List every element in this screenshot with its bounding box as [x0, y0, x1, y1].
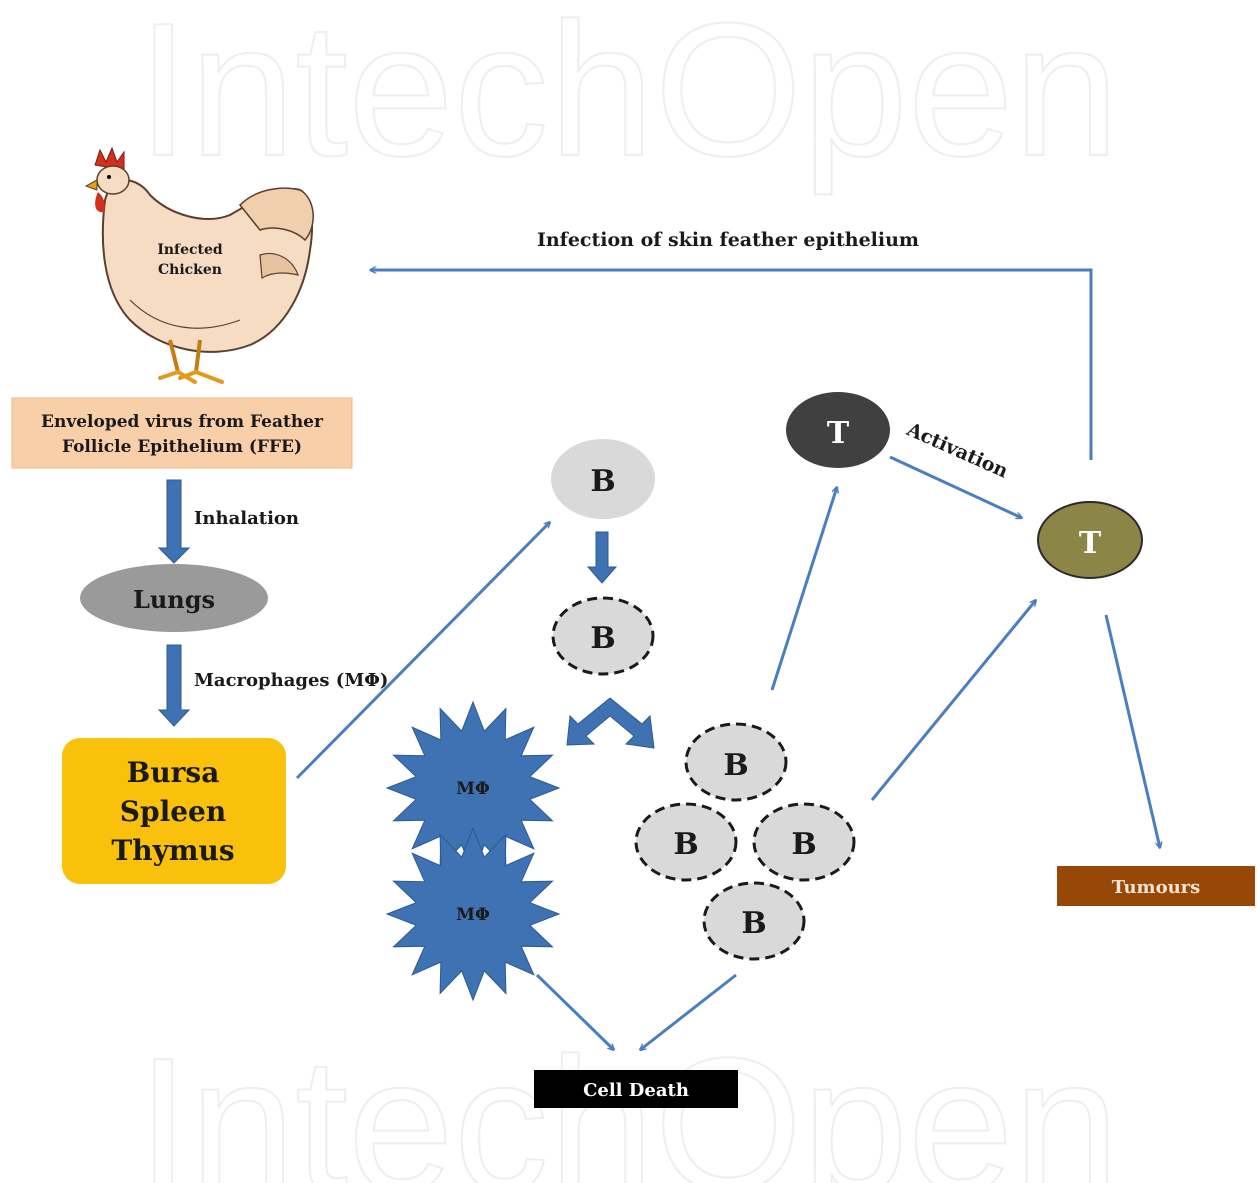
- b-infection-arrow: [586, 531, 618, 584]
- organs-to-b-arrow: [295, 522, 550, 780]
- b-cell-cluster-left-label: B: [673, 827, 698, 862]
- lymphoid-organs-box: [62, 738, 286, 884]
- chicken-illustration: [84, 146, 314, 384]
- organ-spleen: Spleen: [120, 795, 226, 828]
- watermark-top: IntechOpen: [137, 0, 1119, 196]
- macrophage-star-bottom: [385, 826, 561, 1002]
- b-cluster-to-t-inactive-arrow: [770, 487, 837, 691]
- ffe-line1: Enveloped virus from Feather: [41, 412, 324, 432]
- macrophage-star-top-label: MΦ: [456, 779, 490, 799]
- b-cell-infected: [551, 596, 655, 676]
- activation-label: Activation: [903, 418, 1012, 483]
- cell-death-label: Cell Death: [583, 1080, 689, 1101]
- b-cell-cluster-bottom: [702, 881, 806, 961]
- feather-epithelium-feedback-arrow: [370, 270, 1093, 460]
- b-cell-infected-label: B: [590, 621, 615, 656]
- t-cell-inactive-label: T: [827, 416, 850, 451]
- cell-death-box: [534, 1070, 738, 1108]
- chicken-label-line2: Chicken: [158, 262, 222, 278]
- t-to-tumours-arrow: [1104, 614, 1160, 848]
- b-cell-cluster-bottom-label: B: [741, 906, 766, 941]
- split-chevron-arrow: [566, 697, 655, 749]
- infection-label: Infection of skin feather epithelium: [537, 229, 919, 251]
- inhalation-arrow: [157, 479, 191, 564]
- t-cell-activated-label: T: [1079, 526, 1102, 561]
- b-cell-cluster-top-label: B: [723, 748, 748, 783]
- activation-arrow: [889, 455, 1022, 520]
- ffe-line2: Follicle Epithelium (FFE): [62, 437, 302, 457]
- lungs-label: Lungs: [133, 585, 215, 614]
- organ-bursa: Bursa: [127, 756, 220, 789]
- ffe-box: [11, 397, 353, 469]
- b-cell-cluster-right: [752, 802, 856, 882]
- lungs-node: [80, 564, 268, 632]
- tumours-box: [1057, 866, 1255, 906]
- chicken-label-line1: Infected: [157, 242, 223, 258]
- b-cluster-to-death-arrow: [640, 973, 737, 1050]
- b-cell-primary: [551, 439, 655, 519]
- tumours-label: Tumours: [1112, 877, 1201, 898]
- macrophage-transport-arrow: [157, 644, 191, 727]
- macrophage-star-bottom-label: MΦ: [456, 905, 490, 925]
- organ-thymus: Thymus: [111, 834, 234, 867]
- t-cell-inactive: [786, 392, 890, 468]
- macrophages-label: Macrophages (MΦ): [194, 670, 388, 691]
- macrophage-to-death-arrow: [535, 973, 614, 1050]
- t-cell-activated: [1037, 501, 1143, 579]
- b-cluster-to-t-active-arrow: [870, 600, 1036, 801]
- b-cell-cluster-left: [634, 802, 738, 882]
- b-cell-cluster-top: [684, 722, 788, 802]
- b-cell-primary-label: B: [590, 464, 615, 499]
- inhalation-label: Inhalation: [194, 508, 299, 529]
- b-cell-cluster-right-label: B: [791, 827, 816, 862]
